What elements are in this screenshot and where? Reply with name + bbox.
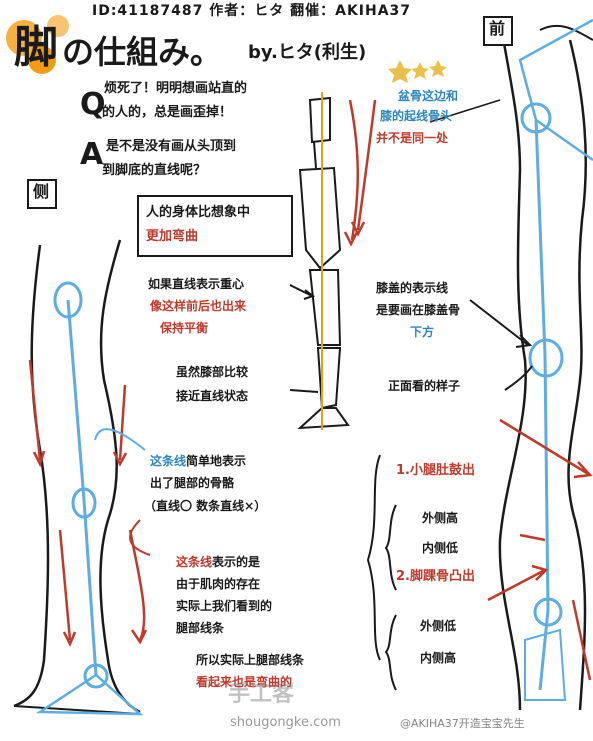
left-ankle-joint [83, 663, 109, 689]
question-line-2: 的人的，总是画歪掉！ [102, 105, 233, 120]
hip-note-line-2: 膝的起线骨头 [380, 109, 453, 123]
kneecap-note-line-1: 膝盖的表示线 [376, 281, 449, 295]
muscle-note-rest: 表示的是 [212, 555, 261, 569]
front-label-box [483, 16, 513, 46]
muscle-note-line-4: 腿部线条 [176, 621, 225, 635]
front-view-caption: 正面看的样子 [388, 379, 461, 393]
bone-note-line-3: （直线〇 数条直线×） [144, 499, 267, 513]
answer-line-1: 是不是没有画从头顶到 [106, 139, 237, 154]
ankle-inner: 内侧高 [420, 651, 457, 665]
q-mark: Q [80, 87, 106, 122]
answer-line-2: 到脚底的直线呢？ [102, 163, 207, 178]
watermark-site-cn: 手工客 [228, 682, 295, 707]
byline: by.ヒタ(利生) [248, 42, 367, 63]
front-view-label: 前 [489, 19, 506, 38]
calf-red-arrow [499, 418, 591, 477]
mannequin-figure [297, 96, 350, 430]
right-leg-outer-outline [567, 39, 587, 711]
right-hip-joint [520, 102, 552, 134]
left-red-arrow-3 [58, 529, 72, 641]
calf-inner: 内侧低 [422, 541, 459, 555]
note-box [137, 195, 293, 257]
left-knee-joint [71, 487, 97, 519]
left-leg-back-outline [13, 244, 50, 708]
kneecap-note-line-3: 下方 [410, 325, 435, 339]
hip-note-line-1: 盆骨这边和 [398, 89, 459, 103]
hip-note-line-3: 并不是同一处 [376, 131, 449, 145]
left-leg-front-outline [99, 239, 141, 714]
bone-note-line-1: 这条线简单地表示 [150, 455, 246, 467]
id-author-line: ID:41187487 作者：ヒタ 翻催：AKIHA37 [92, 3, 412, 19]
right-pelvis-line [518, 18, 593, 121]
kneecap-note-line-2: 是要画在膝盖骨 [376, 303, 461, 317]
muscle-pointer-arrow [129, 519, 151, 556]
right-ankle-joint [533, 597, 563, 627]
muscle-note-line-3: 实际上我们看到的 [176, 599, 273, 613]
right-knee-joint [528, 338, 564, 378]
ankle-red-arrow [487, 568, 546, 602]
side-view-label: 侧 [33, 182, 50, 201]
final-note-line-1: 所以实际上腿部线条 [196, 653, 305, 667]
ankle-title: 2.脚踝骨凸出 [396, 569, 475, 584]
title-orange-blob [6, 20, 42, 56]
muscle-note-highlight: 这条线 [176, 555, 213, 569]
grouping-brace [366, 454, 381, 661]
center-note-line-1: 如果直线表示重心 [148, 277, 245, 291]
watermark-weibo: @AKIHA37开造宝宝先生 [400, 717, 525, 730]
calf-outer: 外侧高 [422, 511, 459, 525]
center-note-line-2: 像这样前后也出来 [150, 299, 247, 313]
left-leg-bone-line [66, 299, 98, 676]
final-note-line-2: 看起来也是弯曲的 [196, 675, 293, 689]
box-note-line-1: 人的身体比想象中 [146, 205, 251, 220]
ankle-outer: 外侧低 [420, 619, 457, 633]
bone-note-rest: 简单地表示 [186, 454, 247, 468]
calf-title: 1.小腿肚鼓出 [396, 463, 475, 478]
question-line-1: 烦死了！明明想画站直的 [104, 81, 248, 96]
right-leg-inner-outline [498, 19, 527, 711]
title-rest: の仕組み。 [62, 33, 223, 71]
left-red-arrow-4 [128, 529, 146, 641]
bone-note-line-2: 出了腿部的骨骼 [150, 476, 235, 490]
center-note-line-3: 保持平衡 [160, 321, 209, 335]
bone-pointer-arrow [94, 428, 146, 451]
left-foot-bone-line [35, 673, 144, 716]
title-kanji: 脚 [14, 22, 58, 73]
right-red-arrow-1 [356, 99, 377, 231]
watermark-site-url: shougongke.com [230, 715, 341, 730]
right-leg-bone-line [534, 119, 550, 691]
box-note-line-2: 更加弯曲 [146, 229, 199, 244]
sparkle-icons [388, 60, 447, 83]
knee-note-line-1: 虽然膝部比较 [176, 365, 249, 379]
left-hip-joint [53, 281, 83, 319]
bone-note-highlight: 这条线 [150, 454, 187, 468]
left-red-arrow-1 [28, 359, 42, 461]
side-label-box [27, 179, 57, 209]
kneecap-pointer [469, 299, 529, 346]
title-orange-blob-2 [28, 46, 56, 74]
center-red-arrow [348, 99, 359, 241]
a-mark: A [80, 137, 104, 172]
muscle-note-line-1: 这条线表示的是 [176, 556, 260, 568]
left-red-arrow-2 [118, 384, 127, 461]
title-orange-blob-3 [47, 15, 69, 37]
knee-note-line-2: 接近直线状态 [176, 389, 249, 403]
muscle-note-line-2: 由于肌肉的存在 [176, 577, 261, 591]
